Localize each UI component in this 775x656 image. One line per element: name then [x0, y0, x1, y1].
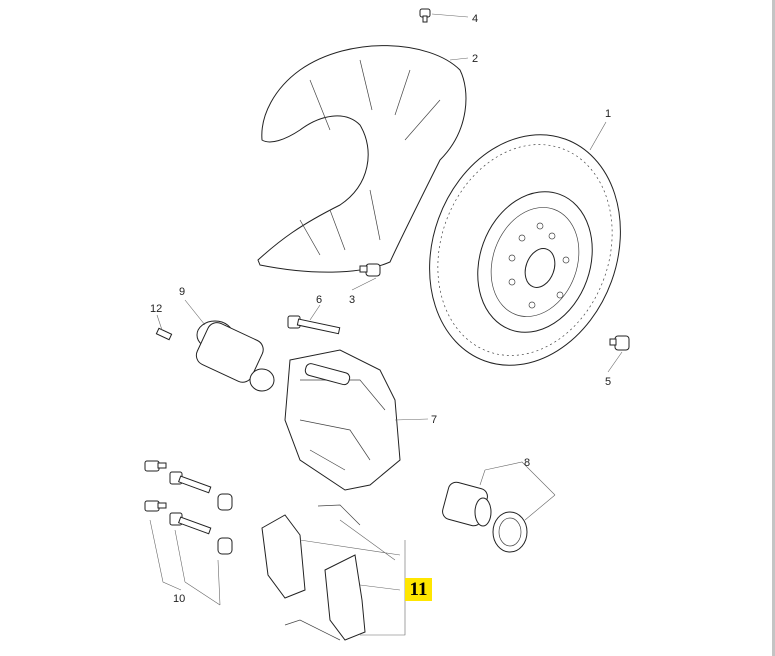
callout-7: 7 [431, 414, 437, 426]
bolt-4-part[interactable] [419, 8, 431, 23]
highlighted-callout-11[interactable]: 11 [405, 578, 432, 601]
callout-labels: 4 2 1 3 6 9 12 5 7 8 10 [150, 13, 611, 605]
caliper-part[interactable] [284, 349, 401, 491]
leader-lines [149, 13, 623, 636]
callout-8: 8 [524, 457, 530, 469]
callout-9: 9 [179, 286, 185, 298]
bolt-set-10-part[interactable] [144, 460, 233, 555]
callout-1: 1 [605, 108, 611, 120]
scrollbar[interactable] [772, 0, 775, 656]
callout-2: 2 [472, 53, 478, 65]
brake-pads-part[interactable] [261, 504, 366, 641]
callout-10: 10 [173, 593, 185, 605]
screw-5-part[interactable] [609, 335, 630, 351]
brake-disc-part[interactable] [398, 108, 652, 393]
bolt-6-part[interactable] [287, 315, 341, 335]
callout-3: 3 [349, 294, 355, 306]
splash-shield-part[interactable] [257, 45, 467, 273]
bolt-3-part[interactable] [359, 263, 381, 277]
bearing-part[interactable] [441, 480, 528, 553]
callout-4: 4 [472, 13, 478, 25]
caliper-motor-part[interactable] [193, 319, 275, 392]
callout-12: 12 [150, 303, 162, 315]
callout-5: 5 [605, 376, 611, 388]
callout-6: 6 [316, 294, 322, 306]
bolt-12-part[interactable] [155, 327, 173, 341]
